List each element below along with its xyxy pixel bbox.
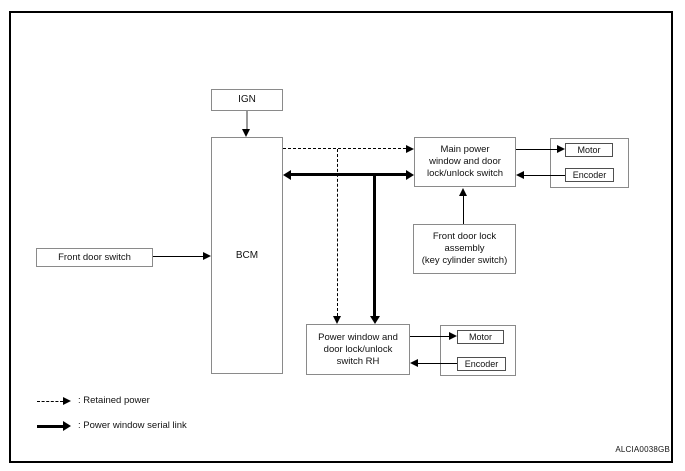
figure-code: ALCIA0038GB xyxy=(615,445,670,454)
arrowhead-right-icon xyxy=(203,252,211,260)
arrowhead-right-icon xyxy=(406,170,414,180)
rh-encoder-label: Encoder xyxy=(464,358,499,369)
arrowhead-left-icon xyxy=(410,359,418,367)
serial-link-branch xyxy=(373,175,376,316)
serial-link-line xyxy=(291,173,406,176)
rh-encoder-box: Encoder xyxy=(457,357,506,371)
ign-label: IGN xyxy=(238,94,256,105)
main-switch-to-motor-connector xyxy=(516,149,557,150)
arrowhead-right-icon xyxy=(63,397,71,405)
main-encoder-box: Encoder xyxy=(565,168,614,182)
arrowhead-left-icon xyxy=(516,171,524,179)
arrowhead-right-icon xyxy=(449,332,457,340)
arrowhead-down-icon xyxy=(370,316,380,324)
legend-retained-power-line-sample xyxy=(37,401,63,402)
retained-power-dashed-branch xyxy=(337,149,338,316)
diagram-frame xyxy=(9,11,673,463)
assembly-to-main-switch-connector xyxy=(463,196,464,224)
rh-motor-label: Motor xyxy=(468,331,492,342)
front-door-lock-assembly-label: Front door lock assembly (key cylinder s… xyxy=(421,231,508,266)
encoder-to-rh-switch-connector xyxy=(418,363,457,364)
legend-serial-link-line-sample xyxy=(37,425,63,428)
encoder-to-main-switch-connector xyxy=(524,175,565,176)
arrowhead-up-icon xyxy=(459,188,467,196)
main-power-window-switch-box: Main power window and door lock/unlock s… xyxy=(414,137,516,187)
rh-switch-box: Power window and door lock/unlock switch… xyxy=(306,324,410,375)
rh-motor-box: Motor xyxy=(457,330,504,344)
arrowhead-right-icon xyxy=(63,421,71,431)
bcm-box: BCM xyxy=(211,137,283,374)
rh-switch-label: Power window and door lock/unlock switch… xyxy=(318,331,398,367)
main-power-window-switch-label: Main power window and door lock/unlock s… xyxy=(426,144,504,179)
legend-serial-link-label: : Power window serial link xyxy=(78,420,187,431)
front-door-switch-box: Front door switch xyxy=(36,248,153,267)
front-door-switch-label: Front door switch xyxy=(58,251,131,263)
main-motor-box: Motor xyxy=(565,143,613,157)
arrowhead-down-icon xyxy=(242,129,250,137)
bcm-label: BCM xyxy=(235,249,259,261)
arrowhead-right-icon xyxy=(406,145,414,153)
rh-switch-to-motor-connector xyxy=(410,336,449,337)
retained-power-dashed-line xyxy=(283,148,406,149)
arrowhead-down-icon xyxy=(333,316,341,324)
front-door-lock-assembly-box: Front door lock assembly (key cylinder s… xyxy=(413,224,516,274)
main-motor-label: Motor xyxy=(577,144,601,155)
arrowhead-left-icon xyxy=(283,170,291,180)
ign-box: IGN xyxy=(211,89,283,111)
legend-retained-power-label: : Retained power xyxy=(78,395,150,406)
arrowhead-right-icon xyxy=(557,145,565,153)
ign-to-bcm-connector xyxy=(246,111,248,130)
main-encoder-label: Encoder xyxy=(572,169,607,180)
front-door-switch-to-bcm-connector xyxy=(153,256,203,257)
